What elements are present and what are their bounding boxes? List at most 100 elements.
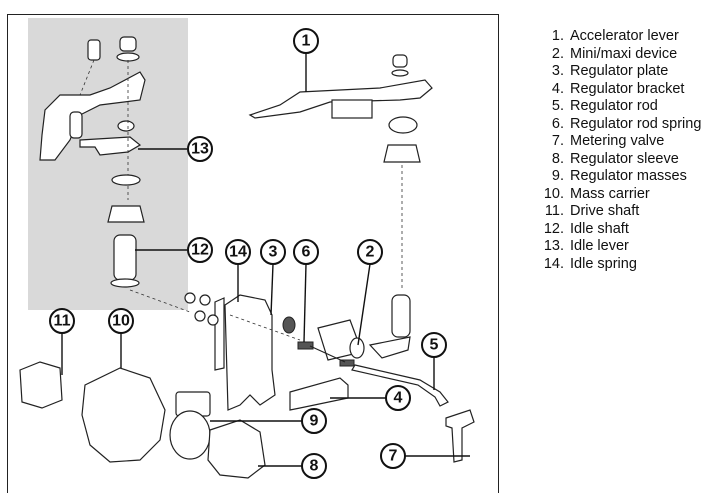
legend-number: 2. bbox=[551, 45, 564, 62]
legend-item: 1.Accelerator lever bbox=[538, 28, 701, 46]
callout-2: 2 bbox=[357, 239, 383, 265]
callout-5: 5 bbox=[421, 332, 447, 358]
callout-label: 8 bbox=[310, 458, 319, 475]
grommet-part bbox=[282, 316, 296, 334]
legend-item: 7. Metering valve bbox=[538, 133, 701, 151]
legend-item: 8. Regulator sleeve bbox=[538, 151, 701, 169]
callout-11: 11 bbox=[49, 308, 75, 334]
regulator-sleeve-part bbox=[207, 419, 266, 479]
idle-spring-coil bbox=[111, 174, 141, 186]
metering-valve-part bbox=[445, 409, 475, 463]
callout-label: 4 bbox=[394, 390, 403, 407]
mass-ring-part bbox=[169, 410, 211, 460]
legend-name: Mini/maxi device bbox=[570, 45, 678, 62]
legend-number: 13. bbox=[543, 238, 564, 254]
regulator-plate-part bbox=[224, 294, 276, 411]
legend-item: 2. Mini/maxi device bbox=[538, 46, 701, 64]
callout-6: 6 bbox=[293, 239, 319, 265]
legend-name: Idle shaft bbox=[570, 220, 629, 237]
idle-assembly-parts bbox=[39, 36, 191, 313]
accelerator-assembly-parts bbox=[248, 54, 433, 290]
legend-name: Regulator rod bbox=[570, 98, 658, 114]
legend-name: Regulator sleeve bbox=[570, 150, 679, 167]
callout-label: 3 bbox=[269, 244, 278, 261]
legend-number: 5. bbox=[551, 98, 564, 114]
accelerator-cap-part bbox=[383, 144, 421, 163]
regulator-rod-part bbox=[351, 364, 449, 407]
callout-label: 10 bbox=[112, 313, 130, 330]
legend-name: Idle spring bbox=[570, 255, 637, 272]
callout-13: 13 bbox=[187, 136, 213, 162]
callout-label: 2 bbox=[366, 244, 375, 261]
callout-8: 8 bbox=[301, 453, 327, 479]
small-nut-part bbox=[184, 292, 196, 304]
legend-number: 12. bbox=[543, 220, 564, 237]
callout-9: 9 bbox=[301, 408, 327, 434]
legend-name: Regulator rod spring bbox=[570, 115, 702, 132]
callout-label: 14 bbox=[229, 244, 247, 261]
legend-number: 7. bbox=[551, 133, 564, 149]
callout-14: 14 bbox=[225, 239, 251, 265]
idle-bracket-part bbox=[39, 71, 146, 161]
legend-item: 9. Regulator masses bbox=[538, 168, 701, 186]
legend-number: 4. bbox=[551, 80, 564, 97]
parts-legend: 1.Accelerator lever 2. Mini/maxi device 3… bbox=[538, 28, 702, 274]
legend-number: 10. bbox=[543, 185, 564, 202]
idle-lever-part bbox=[79, 136, 142, 156]
legend-number: 8. bbox=[551, 150, 564, 167]
nut-part bbox=[119, 36, 137, 52]
callout-12: 12 bbox=[187, 237, 213, 263]
mini-maxi-end-part bbox=[349, 337, 365, 359]
legend-name: Regulator masses bbox=[570, 168, 687, 184]
regulator-bracket-part bbox=[289, 377, 349, 411]
legend-number: 3. bbox=[551, 63, 564, 79]
legend-name: Regulator bracket bbox=[570, 80, 685, 97]
legend-item: 6.Regulator rod spring bbox=[538, 116, 701, 134]
small-washer-part bbox=[207, 314, 219, 326]
washer-part bbox=[116, 52, 140, 62]
callout-label: 1 bbox=[302, 33, 311, 50]
plate-axis-line bbox=[229, 314, 301, 341]
drive-assembly-parts bbox=[19, 361, 266, 479]
leader-line-6 bbox=[303, 263, 307, 343]
legend-number: 1. bbox=[551, 28, 564, 44]
metering-plunger-part bbox=[391, 294, 411, 338]
callout-10: 10 bbox=[108, 308, 134, 334]
legend-number: 9. bbox=[551, 168, 564, 184]
callout-3: 3 bbox=[260, 239, 286, 265]
callout-label: 7 bbox=[389, 448, 398, 465]
callout-label: 13 bbox=[191, 141, 209, 158]
legend-item: 12. Idle shaft bbox=[538, 221, 701, 239]
idle-lever-tab-part bbox=[69, 111, 83, 139]
legend-name: Idle lever bbox=[570, 238, 629, 254]
accelerator-spring-part bbox=[388, 116, 418, 134]
legend-name: Mass carrier bbox=[570, 185, 650, 202]
callout-label: 9 bbox=[310, 413, 319, 430]
callout-label: 12 bbox=[191, 242, 209, 259]
idle-spring-part bbox=[214, 297, 225, 371]
legend-item: 4. Regulator bracket bbox=[538, 81, 701, 99]
legend-name: Metering valve bbox=[570, 133, 665, 149]
callout-1: 1 bbox=[293, 28, 319, 54]
rod-segment bbox=[309, 345, 346, 363]
assembly-axis-line bbox=[79, 59, 95, 96]
bolt-part bbox=[87, 39, 101, 61]
small-nut-part bbox=[194, 310, 206, 322]
rod-spring-part-2 bbox=[339, 359, 355, 367]
idle-shaft-flange bbox=[110, 278, 140, 288]
callout-4: 4 bbox=[385, 385, 411, 411]
callout-7: 7 bbox=[380, 443, 406, 469]
legend-item: 5. Regulator rod bbox=[538, 98, 701, 116]
legend-name: Regulator plate bbox=[570, 63, 669, 79]
shaft-axis-line bbox=[129, 289, 191, 313]
legend-item: 3. Regulator plate bbox=[538, 63, 701, 81]
spacer-part bbox=[117, 120, 135, 132]
idle-assembly-highlight-panel bbox=[28, 18, 188, 310]
plunger-arm-part bbox=[368, 336, 411, 359]
rod-spring-part bbox=[297, 341, 314, 350]
legend-number: 11. bbox=[544, 203, 564, 219]
drive-shaft-part bbox=[19, 361, 63, 409]
legend-item: 10. Mass carrier bbox=[538, 186, 701, 204]
legend-item: 14.Idle spring bbox=[538, 256, 701, 274]
